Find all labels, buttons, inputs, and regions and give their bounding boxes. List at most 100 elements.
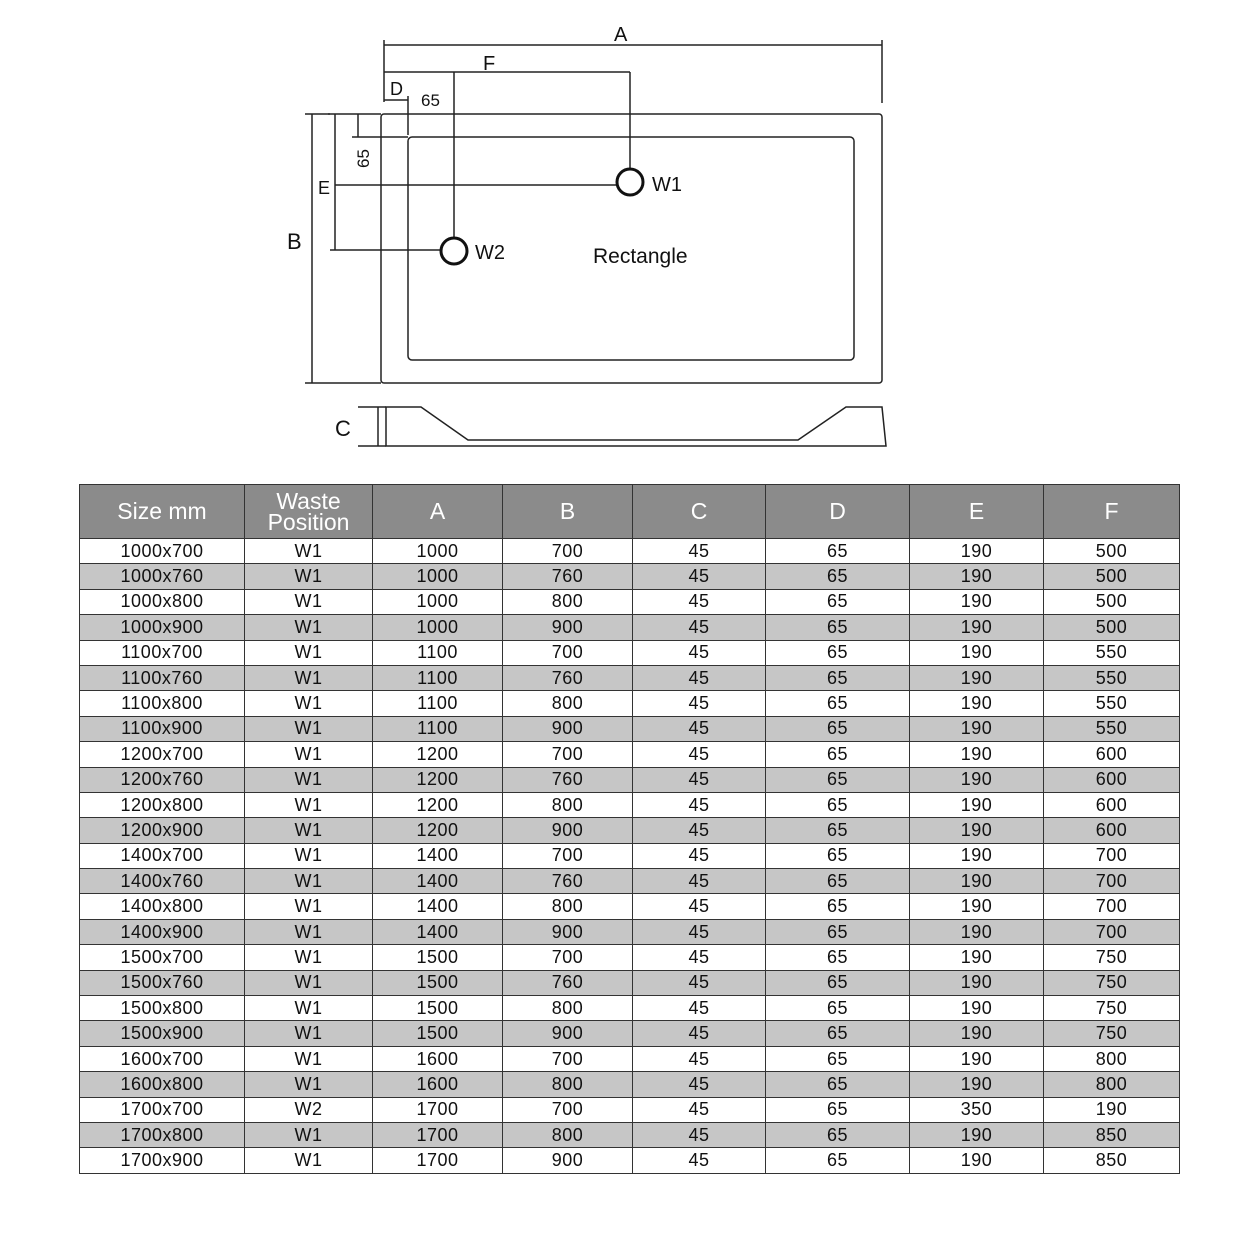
dim-label-f: F (483, 53, 495, 75)
table-cell: 45 (632, 1071, 766, 1098)
table-cell: 1400 (372, 918, 503, 946)
table-cell: 45 (632, 639, 766, 666)
table-cell: 850 (1043, 1121, 1180, 1149)
table-cell: W1 (244, 1020, 373, 1047)
table-cell: 65 (765, 715, 910, 743)
table-cell: 1200 (372, 741, 503, 768)
table-cell: 1600x700 (79, 1045, 245, 1073)
table-cell: 65 (765, 614, 910, 641)
table-cell: 65 (765, 1096, 910, 1123)
table-cell: 65 (765, 969, 910, 997)
table-cell: 1000x800 (79, 588, 245, 616)
table-cell: 1000 (372, 537, 503, 565)
table-cell: W1 (244, 715, 373, 743)
table-cell: 45 (632, 969, 766, 997)
tray-inner-outline (407, 136, 855, 361)
table-cell: 1200 (372, 791, 503, 819)
table-cell: 800 (502, 588, 633, 616)
table-cell: 1200x800 (79, 791, 245, 819)
table-cell: 45 (632, 995, 766, 1022)
table-cell: W1 (244, 1147, 373, 1174)
table-cell: 1700x700 (79, 1096, 245, 1123)
table-cell: 1000 (372, 588, 503, 616)
table-cell: 45 (632, 842, 766, 870)
table-cell: W1 (244, 918, 373, 946)
table-cell: 65 (765, 791, 910, 819)
table-cell: 800 (502, 995, 633, 1022)
table-cell: 750 (1043, 944, 1180, 971)
table-cell: 1200x900 (79, 817, 245, 844)
table-cell: 600 (1043, 817, 1180, 844)
table-cell: 900 (502, 918, 633, 946)
table-cell: 1200 (372, 766, 503, 793)
table-cell: 65 (765, 639, 910, 666)
table-cell: W1 (244, 868, 373, 895)
table-cell: W1 (244, 944, 373, 971)
table-cell: 190 (909, 766, 1044, 793)
table-cell: 65 (765, 690, 910, 717)
table-cell: 760 (502, 969, 633, 997)
table-cell: 750 (1043, 995, 1180, 1022)
dim-label-d: D (390, 79, 403, 99)
table-cell: 1700 (372, 1147, 503, 1174)
table-cell: 1500 (372, 944, 503, 971)
table-cell: 550 (1043, 690, 1180, 717)
table-cell: 550 (1043, 639, 1180, 666)
table-cell: 45 (632, 868, 766, 895)
table-cell: 500 (1043, 537, 1180, 565)
table-cell: 45 (632, 766, 766, 793)
table-cell: 190 (909, 893, 1044, 920)
table-cell: 1600x800 (79, 1071, 245, 1098)
table-cell: W1 (244, 588, 373, 616)
table-cell: 45 (632, 537, 766, 565)
table-cell: 190 (909, 1045, 1044, 1073)
table-cell: 45 (632, 918, 766, 946)
table-cell: 500 (1043, 588, 1180, 616)
table-cell: W1 (244, 563, 373, 590)
column-header: D (765, 484, 910, 539)
table-cell: 1400x700 (79, 842, 245, 870)
table-cell: 190 (909, 537, 1044, 565)
table-cell: W1 (244, 1121, 373, 1149)
dim-label-a: A (614, 24, 628, 46)
table-cell: 750 (1043, 969, 1180, 997)
table-cell: 760 (502, 664, 633, 692)
table-cell: 190 (909, 995, 1044, 1022)
table-cell: 45 (632, 1045, 766, 1073)
table-cell: 1100x760 (79, 664, 245, 692)
table-cell: 700 (502, 1096, 633, 1123)
table-cell: 1500x700 (79, 944, 245, 971)
table-cell: 700 (1043, 868, 1180, 895)
table-cell: 600 (1043, 791, 1180, 819)
table-cell: 1100 (372, 690, 503, 717)
table-cell: 190 (909, 791, 1044, 819)
column-header: C (632, 484, 766, 539)
table-cell: 190 (909, 842, 1044, 870)
table-cell: 750 (1043, 1020, 1180, 1047)
table-cell: W1 (244, 817, 373, 844)
table-cell: W1 (244, 995, 373, 1022)
table-cell: 1600 (372, 1071, 503, 1098)
table-cell: 65 (765, 918, 910, 946)
table-cell: 45 (632, 893, 766, 920)
table-cell: 1100 (372, 715, 503, 743)
table-cell: 65 (765, 842, 910, 870)
table-cell: 1000x760 (79, 563, 245, 590)
table-cell: 65 (765, 741, 910, 768)
waste-w2-label: W2 (475, 242, 505, 264)
table-cell: 65 (765, 1020, 910, 1047)
column-header: Waste Position (244, 484, 373, 539)
dim-label-e: E (318, 178, 330, 198)
column-header: E (909, 484, 1044, 539)
table-cell: 65 (765, 817, 910, 844)
table-cell: 1000 (372, 614, 503, 641)
